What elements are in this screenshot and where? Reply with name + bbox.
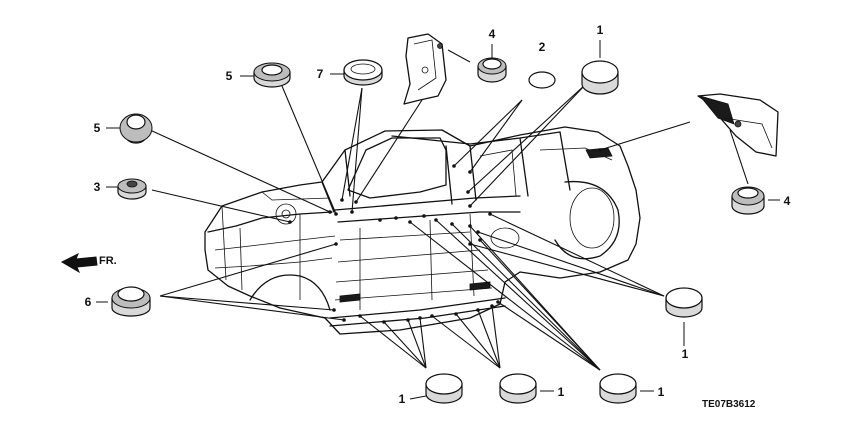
grommet-part-1-bottom-right [599, 373, 637, 404]
callout-2: 2 [539, 40, 546, 54]
grommet-part-1-right [665, 287, 703, 318]
grommet-part-2-seal [528, 71, 556, 89]
pillar-bracket-part [403, 33, 447, 105]
grommet-part-4-right [731, 186, 765, 215]
grommet-location-dots [288, 148, 602, 324]
car-body-frame [204, 126, 641, 335]
grommet-part-6 [111, 286, 151, 317]
callout-5-top: 5 [226, 69, 233, 83]
callout-4-top: 4 [489, 27, 496, 41]
callout-5-left: 5 [94, 121, 101, 135]
rear-bracket-part [697, 93, 779, 157]
grommet-part-7 [343, 59, 383, 86]
grommet-part-3 [117, 178, 147, 200]
callout-1-right: 1 [682, 347, 689, 361]
callout-numbers: 1 2 4 5 7 5 3 4 6 1 1 1 1 [85, 23, 791, 406]
callout-7: 7 [317, 67, 324, 81]
callout-1-top: 1 [597, 23, 604, 37]
diagram-code: TE07B3612 [702, 399, 756, 410]
grommet-part-1-bottom-left [425, 373, 463, 404]
callout-1-bottom-left: 1 [399, 392, 406, 406]
callout-1-bottom-mid: 1 [558, 385, 565, 399]
front-direction-indicator: FR. [60, 252, 117, 274]
callout-6: 6 [85, 295, 92, 309]
grommet-part-5-left [119, 113, 153, 144]
callout-1-bottom-right: 1 [658, 385, 665, 399]
callout-4-right: 4 [784, 194, 791, 208]
callout-3: 3 [94, 180, 101, 194]
leader-lines [96, 40, 780, 400]
grommet-part-5-top [253, 62, 291, 88]
front-arrow-icon [60, 252, 98, 274]
grommet-part-4-top [447, 49, 507, 83]
grommet-part-1-bottom-mid [499, 373, 537, 404]
grommet-part-1-top [581, 60, 619, 95]
front-label: FR. [99, 255, 117, 267]
